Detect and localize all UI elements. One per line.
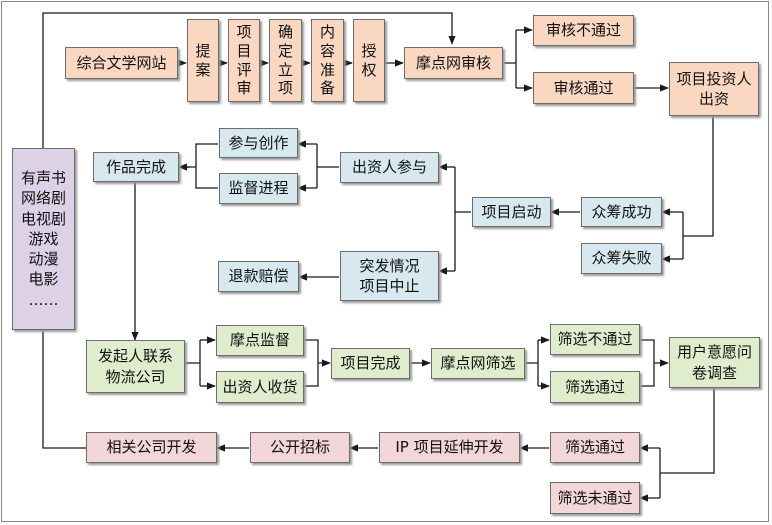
arrow-media-top [42,12,456,148]
node-work-done: 作品完成 [93,152,179,182]
node-investor-receive: 出资人收货 [216,371,304,403]
node-screen-fail: 筛选不通过 [550,324,640,355]
node-initiator-logistics: 发起人联系 物流公司 [86,340,185,393]
arrow-survey-screen2 [659,388,715,498]
arrow-related-media [42,330,86,449]
node-ip-extend: IP 项目延伸开发 [379,432,520,463]
arrow-mdw-split [503,30,517,88]
node-project-review: 项目评审 [228,19,260,102]
node-join-creation: 参与创作 [219,128,298,158]
arrow-investor-crowd [682,116,714,259]
node-screen-notpass-2: 筛选未通过 [550,482,640,514]
node-supervise-progress: 监督进程 [219,173,298,204]
node-project-done: 项目完成 [331,348,410,379]
arrow-merge-workdone [179,143,218,189]
arrow-merge-projectdone [304,339,330,387]
node-refund: 退款赔偿 [218,261,299,292]
node-website: 综合文学网站 [65,47,178,79]
node-media-list: 有声书 网络剧 电视剧 游戏 动漫 电影 …… [12,148,75,330]
node-project-start: 项目启动 [472,197,551,227]
node-review-pass: 审核通过 [533,72,634,104]
node-establish: 确定立项 [269,19,302,102]
arrow-join-split [316,144,339,188]
node-crowd-success: 众筹成功 [581,197,662,227]
node-review-fail: 审核不通过 [533,15,634,46]
node-investor-join: 出资人参与 [340,152,439,183]
node-screen-pass-2: 筛选通过 [550,432,640,463]
node-public-bid: 公开招标 [250,432,350,463]
arrow-logistics-split [185,340,201,386]
node-investor-fund: 项目投资人 出资 [669,62,759,116]
node-screen-pass: 筛选通过 [550,371,640,403]
arrow-start-split [454,167,471,271]
node-emergency: 突发情况 项目中止 [340,251,439,301]
node-mdw-review: 摩点网审核 [404,47,503,79]
node-content-prep: 内容准备 [311,19,344,102]
node-authorize: 授权 [353,19,385,102]
arrow-merge-survey [640,339,668,387]
arrow-screen-split [525,340,539,386]
node-mdw-supervise: 摩点监督 [216,325,304,356]
node-crowd-fail: 众筹失败 [581,243,662,274]
node-mdw-screen: 摩点网筛选 [431,348,525,379]
node-survey: 用户意愿问 卷调查 [669,337,760,388]
node-proposal: 提案 [187,19,219,102]
node-related-dev: 相关公司开发 [86,432,217,463]
